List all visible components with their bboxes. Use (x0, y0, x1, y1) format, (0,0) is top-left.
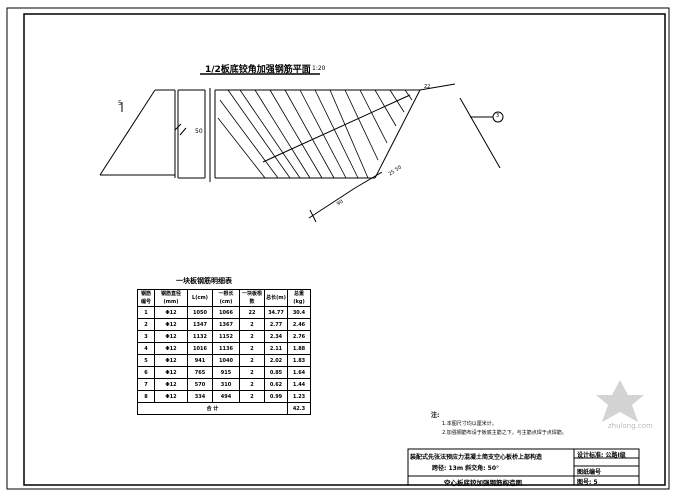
table-cell: 2 (239, 378, 265, 391)
table-cell: 7 (137, 378, 155, 391)
table-cell: 1050 (187, 306, 213, 319)
notes-heading: 注: (431, 412, 440, 419)
drawing-title: 1/2板底铰角加强钢筋平面 (205, 65, 311, 75)
table-cell: 1016 (187, 342, 213, 355)
col-header: 总重(kg) (287, 289, 311, 307)
table-cell: 2.46 (287, 318, 311, 331)
table-cell: 8 (137, 390, 155, 403)
col-header: 总长(m) (264, 289, 288, 307)
table-cell: 1347 (187, 318, 213, 331)
table-cell: 1.44 (287, 378, 311, 391)
table-cell: 22 (239, 306, 265, 319)
note-line-1: 1.本图尺寸均以厘米计。 (442, 421, 497, 427)
table-cell: Φ12 (154, 354, 188, 367)
table-cell: 5 (137, 354, 155, 367)
table-cell: 1.83 (287, 354, 311, 367)
table-cell: 3 (137, 330, 155, 343)
table-cell: 1.88 (287, 342, 311, 355)
table-cell: 2.76 (287, 330, 311, 343)
table-cell: 2 (137, 318, 155, 331)
table-cell: 4 (137, 342, 155, 355)
table-cell: 30.4 (287, 306, 311, 319)
table-cell: 1152 (212, 330, 240, 343)
title-field-c: 图纸编号 (577, 469, 602, 476)
rebar-table: 钢筋编号 钢筋直径(mm) L(cm) 一根长(cm) 一块板根数 总长(m) … (137, 289, 311, 415)
table-title: 一块板钢筋明细表 (176, 277, 232, 285)
plan-drawing (99, 83, 504, 223)
col-header: 一块板根数 (239, 289, 265, 307)
project-line-2: 跨径: 13m 斜交角: 50° (432, 465, 500, 472)
table-cell: Φ12 (154, 366, 188, 379)
project-line-1: 装配式先张法预应力混凝土简支空心板桥上部构造 (410, 454, 543, 461)
table-cell: 941 (187, 354, 213, 367)
col-header: 一根长(cm) (212, 289, 240, 307)
col-header: 钢筋直径(mm) (154, 289, 188, 307)
dim-middle: 50 (195, 128, 203, 135)
table-cell: 2 (239, 318, 265, 331)
table-cell: 334 (187, 390, 213, 403)
table-cell: 1.23 (287, 390, 311, 403)
table-cell: 0.85 (264, 366, 288, 379)
table-cell: 0.99 (264, 390, 288, 403)
table-cell: Φ12 (154, 390, 188, 403)
title-field-b: 图号: 5 (577, 479, 598, 486)
table-cell: 1066 (212, 306, 240, 319)
table-cell: 2 (239, 390, 265, 403)
drawing-name: 空心板底铰加强钢筋构造图 (444, 479, 522, 487)
title-block-frame (407, 448, 640, 486)
total-value: 42.3 (287, 402, 311, 415)
table-cell: 34.77 (264, 306, 288, 319)
table-cell: 2.02 (264, 354, 288, 367)
inner-frame (23, 13, 666, 486)
dim-top-right: 22 (424, 84, 431, 90)
table-cell: 310 (212, 378, 240, 391)
table-cell: 1132 (187, 330, 213, 343)
dim-left: 5 (118, 100, 122, 107)
watermark-text: zhulong.com (608, 422, 653, 430)
table-cell: 2 (239, 330, 265, 343)
total-label: 合 计 (137, 402, 288, 415)
col-header: 钢筋编号 (137, 289, 155, 307)
table-cell: 570 (187, 378, 213, 391)
col-header: L(cm) (187, 289, 213, 307)
table-cell: 2.34 (264, 330, 288, 343)
watermark-logo (596, 380, 644, 422)
table-cell: 2.77 (264, 318, 288, 331)
drawing-scale: 1:20 (312, 65, 326, 72)
table-cell: 1040 (212, 354, 240, 367)
note-line-2: 2.加强钢筋布设于板底主筋之下，与主筋点焊于点焊筋。 (442, 430, 567, 436)
table-cell: 1 (137, 306, 155, 319)
table-cell: 6 (137, 366, 155, 379)
title-field-a: 设计标准: 公路Ⅰ级 (577, 452, 626, 459)
table-cell: 765 (187, 366, 213, 379)
table-cell: 1.64 (287, 366, 311, 379)
table-cell: 1136 (212, 342, 240, 355)
table-cell: 1367 (212, 318, 240, 331)
table-cell: 2 (239, 366, 265, 379)
table-cell: Φ12 (154, 318, 188, 331)
table-cell: 0.62 (264, 378, 288, 391)
table-cell: 2 (239, 354, 265, 367)
table-cell: Φ12 (154, 306, 188, 319)
table-cell: 915 (212, 366, 240, 379)
table-cell: Φ12 (154, 330, 188, 343)
outer-frame (6, 7, 670, 490)
table-cell: 2 (239, 342, 265, 355)
table-cell: Φ12 (154, 378, 188, 391)
table-cell: Φ12 (154, 342, 188, 355)
detail-ref: 3 (496, 113, 500, 119)
table-cell: 2.11 (264, 342, 288, 355)
table-cell: 494 (212, 390, 240, 403)
